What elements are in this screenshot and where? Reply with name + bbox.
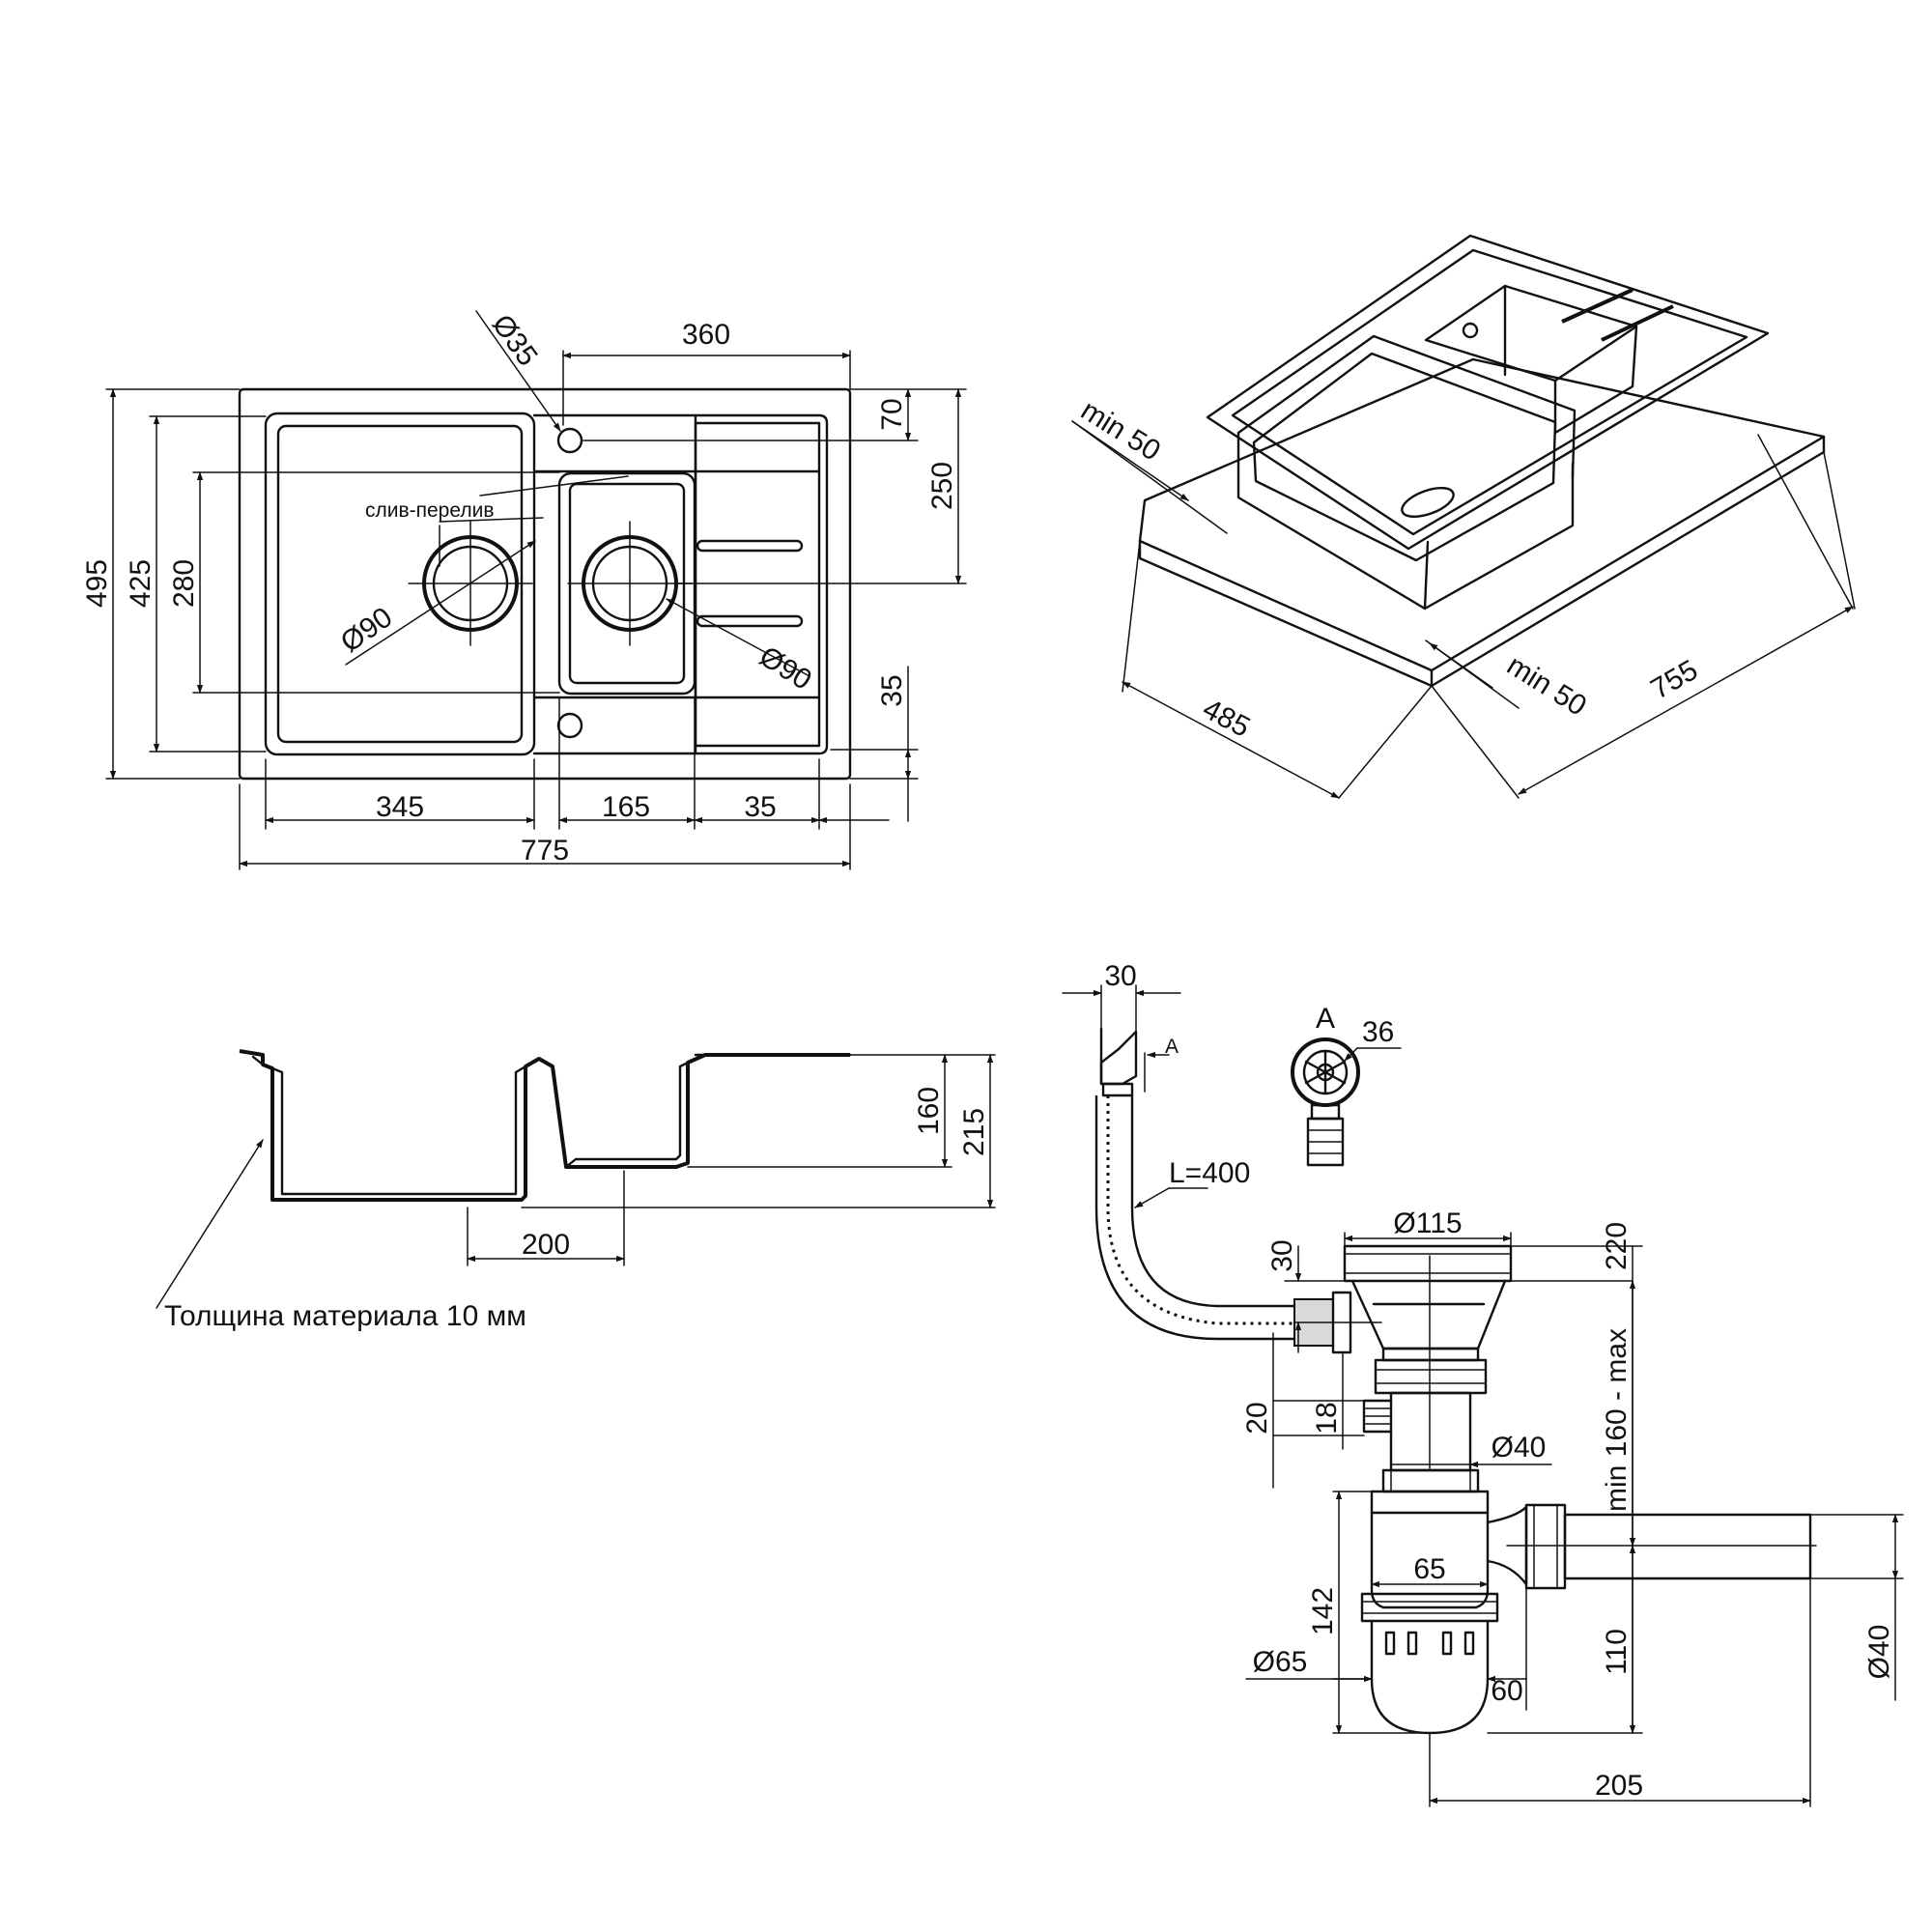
- overflow-fitting: [1099, 1030, 1138, 1086]
- dim-overflow-30: 30: [1104, 960, 1136, 992]
- dim-35-right: 35: [876, 674, 908, 706]
- dim-line-min50-right: [1429, 642, 1493, 689]
- tap-hole-iso-icon: [1462, 322, 1479, 339]
- dim-495: 495: [81, 559, 113, 608]
- corrugated-hose: [1106, 1095, 1294, 1325]
- dim-165: 165: [602, 791, 650, 823]
- dim-height-220: 220: [1601, 1222, 1633, 1270]
- dim-250: 250: [926, 462, 958, 510]
- dim-grill-36: 36: [1362, 1016, 1394, 1048]
- strainer-top: [1343, 1244, 1513, 1283]
- trap-nut: [1360, 1592, 1499, 1623]
- section-title-a: A: [1316, 1003, 1335, 1035]
- grill-detail-icon: [1291, 1037, 1360, 1167]
- dim-pipe-dia: Ø40: [1492, 1432, 1547, 1463]
- sink-section-inner: [251, 1055, 690, 1196]
- dim-345: 345: [376, 791, 424, 823]
- overflow-label: слив-перелив: [365, 499, 495, 522]
- dim-top-dia: Ø115: [1393, 1208, 1462, 1239]
- dim-trap-width: 65: [1413, 1553, 1445, 1585]
- hose-length: L=400: [1169, 1157, 1250, 1189]
- small-bowl-frame: [532, 413, 829, 755]
- dim-line-min50-left: [1071, 420, 1189, 501]
- sink-rim: [1206, 234, 1770, 551]
- dim-360: 360: [682, 319, 730, 351]
- drain-iso-icon: [1401, 487, 1455, 518]
- outlet-nut: [1524, 1503, 1567, 1590]
- dim-outlet-height: 110: [1601, 1629, 1633, 1675]
- dim-200: 200: [522, 1229, 570, 1261]
- trap-body: [1370, 1511, 1490, 1609]
- large-bowl-iso: [1236, 431, 1430, 611]
- dim-trap-height: 142: [1307, 1587, 1339, 1635]
- dim-nozzle-20: 20: [1241, 1402, 1273, 1434]
- groove-iso-bottom: [1601, 304, 1674, 342]
- dim-nozzle-18: 18: [1311, 1402, 1343, 1434]
- dim-35-bottom: 35: [744, 791, 776, 823]
- drainboard-groove-top: [696, 539, 804, 553]
- dim-overflow-dia: Ø35: [486, 309, 544, 372]
- dim-755: 755: [1645, 654, 1703, 706]
- nut-upper: [1374, 1358, 1488, 1395]
- trap-collar: [1370, 1490, 1490, 1515]
- dim-line-485: [1122, 681, 1340, 799]
- drainboard-panel: [694, 421, 821, 748]
- dim-outlet-length: 205: [1595, 1770, 1643, 1802]
- section-view: 160 215 200 Толщина материала 10 мм: [156, 1049, 996, 1332]
- dim-drain-dia-right: Ø90: [753, 640, 817, 696]
- section-marker-a: A: [1165, 1036, 1179, 1058]
- top-view: 775 345 165 35 495 425 280 360 70 250 35…: [81, 309, 967, 870]
- dim-775: 775: [521, 835, 569, 867]
- strainer-funnel: [1350, 1279, 1507, 1350]
- dim-min50-right: min 50: [1501, 649, 1592, 723]
- drain-right-icon: [567, 521, 693, 646]
- groove-iso-top: [1561, 288, 1634, 324]
- material-leader: [156, 1139, 264, 1309]
- siphon-view: 30 A L=400 A 36: [1062, 960, 1904, 1807]
- dim-trap-bottom: 60: [1491, 1675, 1522, 1707]
- dim-215: 215: [958, 1108, 990, 1156]
- dim-485: 485: [1198, 693, 1256, 744]
- dim-outlet-dia: Ø40: [1863, 1625, 1895, 1680]
- dim-trap-dia: Ø65: [1253, 1646, 1308, 1678]
- dim-top-offset: 30: [1266, 1239, 1298, 1271]
- sink-section-profile: [239, 1049, 850, 1202]
- outlet-pipe: [1563, 1513, 1812, 1580]
- dim-280: 280: [168, 559, 200, 608]
- drainboard-groove-bottom: [696, 614, 804, 628]
- tap-hole-bottom-icon: [556, 712, 583, 739]
- trap-bottom: [1370, 1619, 1490, 1735]
- large-bowl-outer: [264, 412, 536, 756]
- vertical-pipe: [1389, 1391, 1472, 1472]
- tap-hole-icon: [556, 427, 583, 454]
- dim-425: 425: [125, 559, 156, 608]
- material-note: Толщина материала 10 мм: [164, 1300, 526, 1332]
- dim-70: 70: [876, 398, 908, 430]
- dim-160: 160: [913, 1087, 945, 1135]
- dim-height-label: min 160 - max: [1601, 1328, 1633, 1512]
- dim-line-755: [1518, 606, 1854, 795]
- isometric-view: 485 755 min 50 min 50: [1071, 234, 1856, 799]
- nut-middle: [1381, 1468, 1480, 1493]
